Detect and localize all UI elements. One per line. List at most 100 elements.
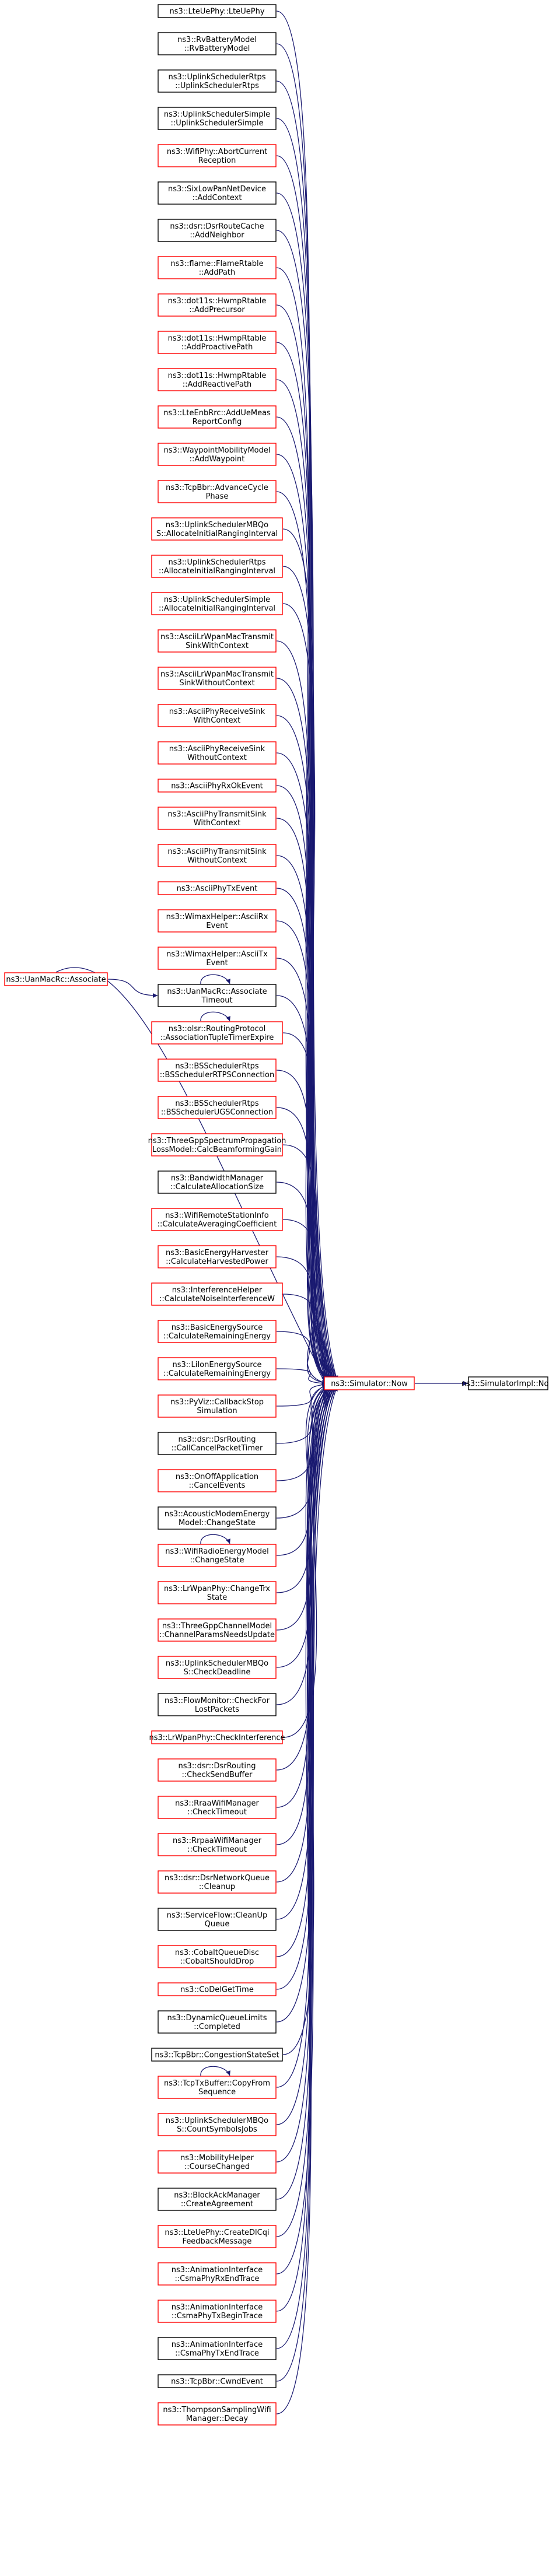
node-ns3-uplinkschedulersimple-allocateinitialranginginterval[interactable]: ns3::UplinkSchedulerSimple::AllocateInit…	[151, 592, 283, 615]
node-box	[158, 1618, 277, 1642]
node-ns3-dsr-dsrrouting-callcancelpackettimer[interactable]: ns3::dsr::DsrRouting::CallCancelPacketTi…	[158, 1432, 277, 1455]
node-ns3-uanmacrc-associate[interactable]: ns3::UanMacRc::Associate	[4, 972, 108, 986]
node-ns3-threegppchannelmodel-channelparamsneedsupdate[interactable]: ns3::ThreeGppChannelModel::ChannelParams…	[158, 1618, 277, 1642]
edge-c61	[276, 1386, 336, 2237]
edge-c66	[276, 1386, 333, 2414]
node-ns3-asciilrwpanmactransmitsinkwithoutcontext[interactable]: ns3::AsciiLrWpanMacTransmitSinkWithoutCo…	[158, 667, 277, 690]
node-ns3-rrpaawifimanager-checktimeout[interactable]: ns3::RrpaaWifiManager::CheckTimeout	[158, 1833, 277, 1856]
node-ns3-simulator-now[interactable]: ns3::Simulator::Now	[324, 1376, 415, 1390]
node-ns3-asciiphyrxokevent[interactable]: ns3::AsciiPhyRxOkEvent	[158, 779, 277, 793]
node-ns3-dot11s-hwmprtable-addproactivepath[interactable]: ns3::dot11s::HwmpRtable::AddProactivePat…	[158, 331, 277, 354]
node-ns3-uplinkschedulersimple-uplinkschedulersimple[interactable]: ns3::UplinkSchedulerSimple::UplinkSchedu…	[158, 107, 277, 130]
node-ns3-waypointmobilitymodel-addwaypoint[interactable]: ns3::WaypointMobilityModel::AddWaypoint	[158, 443, 277, 466]
node-ns3-bandwidthmanager-calculateallocationsize[interactable]: ns3::BandwidthManager::CalculateAllocati…	[158, 1170, 277, 1194]
node-ns3-dsr-dsrnetworkqueue-cleanup[interactable]: ns3::dsr::DsrNetworkQueue::Cleanup	[158, 1870, 277, 1894]
node-ns3-sixlowpannetdevice-addcontext[interactable]: ns3::SixLowPanNetDevice::AddContext	[158, 181, 277, 205]
node-box	[158, 909, 277, 933]
node-ns3-bsschedulerrtps-bsschedulerugsconnection[interactable]: ns3::BSSchedulerRtps::BSSchedulerUGSConn…	[158, 1096, 277, 1119]
node-box	[158, 1982, 277, 1996]
node-ns3-lteuephy-lteuephy[interactable]: ns3::LteUePhy::LteUePhy	[158, 4, 277, 18]
node-ns3-tcpbbr-congestionstateset[interactable]: ns3::TcpBbr::CongestionStateSet	[151, 2048, 283, 2062]
edge-c26	[276, 958, 336, 1383]
node-box	[158, 181, 277, 205]
node-ns3-threegppspectrumpropagationlossmodel-calcbeamforminggain[interactable]: ns3::ThreeGppSpectrumPropagationLossMode…	[148, 1133, 286, 1156]
edge-c60	[276, 1386, 334, 2200]
node-ns3-basicenergysource-calculateremainingenergy[interactable]: ns3::BasicEnergySource::CalculateRemaini…	[158, 1320, 277, 1343]
node-label: ::CheckTimeout	[187, 1845, 247, 1854]
node-label: ns3::AsciiPhyReceiveSink	[169, 707, 265, 716]
node-ns3-codelgettime[interactable]: ns3::CoDelGetTime	[158, 1982, 277, 1996]
node-ns3-uplinkschedulerrtps-uplinkschedulerrtps[interactable]: ns3::UplinkSchedulerRtps::UplinkSchedule…	[158, 69, 277, 93]
node-ns3-dynamicqueuelimits-completed[interactable]: ns3::DynamicQueueLimits::Completed	[158, 2010, 277, 2034]
node-ns3-asciiphytxevent[interactable]: ns3::AsciiPhyTxEvent	[158, 881, 277, 895]
node-ns3-onoffapplication-cancelevents[interactable]: ns3::OnOffApplication::CancelEvents	[158, 1469, 277, 1492]
node-label: ns3::BSSchedulerRtps	[175, 1062, 258, 1071]
edge-c44	[276, 1384, 331, 1631]
node-label: ::Completed	[194, 2023, 240, 2031]
node-box	[158, 947, 277, 970]
node-ns3-asciilrwpanmactransmitsinkwithcontext[interactable]: ns3::AsciiLrWpanMacTransmitSinkWithConte…	[158, 629, 277, 653]
node-label: ::AddWaypoint	[190, 455, 245, 464]
node-ns3-wifiremotestationinfo-calculateaveragingcoefficient[interactable]: ns3::WifiRemoteStationInfo::CalculateAve…	[151, 1208, 283, 1231]
node-ns3-simulatorimpl-now[interactable]: ns3::SimulatorImpl::Now	[461, 1376, 549, 1390]
node-ns3-lteuephy-createdlcqifeedbackmessage[interactable]: ns3::LteUePhy::CreateDlCqiFeedbackMessag…	[158, 2225, 277, 2248]
node-ns3-interferencehelper-calculatenoiseinterferencew[interactable]: ns3::InterferenceHelper::CalculateNoiseI…	[151, 1282, 283, 1306]
node-ns3-dsr-dsrrouting-checksendbuffer[interactable]: ns3::dsr::DsrRouting::CheckSendBuffer	[158, 1758, 277, 1782]
node-ns3-animationinterface-csmaphyrxendtrace[interactable]: ns3::AnimationInterface::CsmaPhyRxEndTra…	[158, 2262, 277, 2286]
node-ns3-olsr-routingprotocol-associationtupletimerexpire[interactable]: ns3::olsr::RoutingProtocol::AssociationT…	[151, 1021, 283, 1045]
node-label: ::CheckSendBuffer	[182, 1771, 253, 1779]
node-ns3-bsschedulerrtps-bsschedulerrtpsconnection[interactable]: ns3::BSSchedulerRtps::BSSchedulerRTPSCon…	[158, 1059, 277, 1082]
node-label: ::CalculateRemainingEnergy	[163, 1332, 271, 1341]
node-ns3-cobaltqueuedisc-cobaltshoulddrop[interactable]: ns3::CobaltQueueDisc::CobaltShouldDrop	[158, 1945, 277, 1968]
node-ns3-wifiradioenergymodel-changestate[interactable]: ns3::WifiRadioEnergyModel::ChangeState	[158, 1544, 277, 1567]
node-ns3-dot11s-hwmprtable-addreactivepath[interactable]: ns3::dot11s::HwmpRtable::AddReactivePath	[158, 368, 277, 391]
node-ns3-liionenergysource-calculateremainingenergy[interactable]: ns3::LiIonEnergySource::CalculateRemaini…	[158, 1357, 277, 1380]
node-ns3-dot11s-hwmprtable-addprecursor[interactable]: ns3::dot11s::HwmpRtable::AddPrecursor	[158, 293, 277, 317]
node-label: ::CsmaPhyTxBeginTrace	[172, 2312, 263, 2321]
node-box	[158, 1758, 277, 1782]
node-ns3-uplinkschedulerrtps-allocateinitialranginginterval[interactable]: ns3::UplinkSchedulerRtps::AllocateInitia…	[151, 555, 283, 578]
node-ns3-dsr-dsrroutecache-addneighbor[interactable]: ns3::dsr::DsrRouteCache::AddNeighbor	[158, 219, 277, 242]
node-label: ns3::ThreeGppSpectrumPropagation	[148, 1137, 286, 1145]
node-label: ns3::UplinkSchedulerSimple	[164, 110, 270, 119]
node-ns3-blockackmanager-createagreement[interactable]: ns3::BlockAckManager::CreateAgreement	[158, 2188, 277, 2211]
node-label: State	[207, 1593, 227, 1602]
node-box	[151, 1021, 283, 1045]
node-ns3-tcpbbr-cwndevent[interactable]: ns3::TcpBbr::CwndEvent	[158, 2374, 277, 2388]
node-box	[158, 2225, 277, 2248]
node-ns3-uplinkschedulermbqos-countsymbolsjobs[interactable]: ns3::UplinkSchedulerMBQoS::CountSymbolsJ…	[158, 2113, 277, 2136]
node-label: ns3::WifiRadioEnergyModel	[165, 1547, 269, 1556]
node-label: ns3::SixLowPanNetDevice	[168, 185, 266, 194]
edge-c45	[276, 1384, 333, 1668]
node-ns3-lrwpanphy-checkinterference[interactable]: ns3::LrWpanPhy::CheckInterference	[149, 1730, 285, 1744]
node-ns3-animationinterface-csmaphytxendtrace[interactable]: ns3::AnimationInterface::CsmaPhyTxEndTra…	[158, 2337, 277, 2360]
node-ns3-uplinkschedulermbqos-allocateinitialranginginterval[interactable]: ns3::UplinkSchedulerMBQoS::AllocateIniti…	[151, 517, 283, 541]
node-ns3-acousticmodemenergymodel-changestate[interactable]: ns3::AcousticModemEnergyModel::ChangeSta…	[158, 1506, 277, 1530]
node-ns3-flame-flamertable-addpath[interactable]: ns3::flame::FlameRtable::AddPath	[158, 256, 277, 279]
edge-c25	[276, 920, 334, 1383]
node-ns3-rraawifimanager-checktimeout[interactable]: ns3::RraaWifiManager::CheckTimeout	[158, 1796, 277, 1819]
node-ns3-animationinterface-csmaphytxbegintrace[interactable]: ns3::AnimationInterface::CsmaPhyTxBeginT…	[158, 2300, 277, 2323]
node-label: ns3::PyViz::CallbackStop	[170, 1398, 264, 1407]
node-ns3-mobilityhelper-coursechanged[interactable]: ns3::MobilityHelper::CourseChanged	[158, 2150, 277, 2174]
node-ns3-rvbatterymodel-rvbatterymodel[interactable]: ns3::RvBatteryModel::RvBatteryModel	[158, 32, 277, 55]
node-label: ns3::AsciiLrWpanMacTransmit	[160, 633, 274, 642]
node-ns3-basicenergyharvester-calculateharvestedpower[interactable]: ns3::BasicEnergyHarvester::CalculateHarv…	[158, 1245, 277, 1268]
